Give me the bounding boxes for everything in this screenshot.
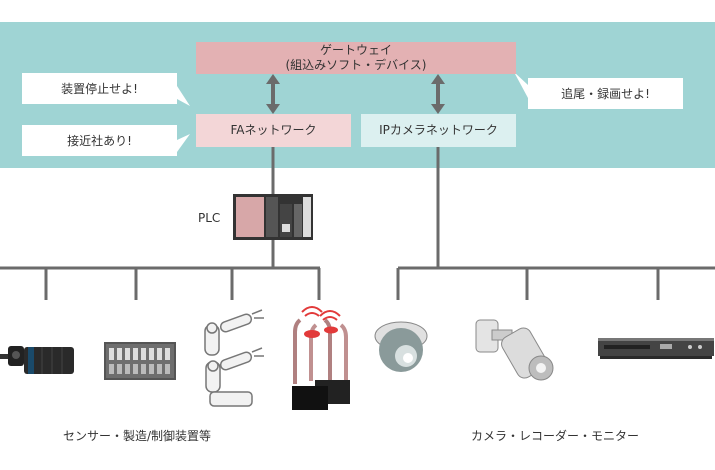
bubble-approach: 接近社あり!: [22, 125, 177, 156]
plc-label: PLC: [198, 211, 221, 225]
bubble-tail-stop: [177, 86, 190, 106]
security-gate-icon: [292, 306, 350, 410]
gateway-fa-arrow: [266, 74, 280, 114]
bubble-track-text: 追尾・録画せよ!: [561, 87, 650, 101]
bubble-tail-track: [514, 72, 528, 98]
robot-arm-icon: [204, 309, 264, 407]
ip-network-box: IPカメラネットワーク: [361, 114, 516, 147]
gateway-subtitle: (組込みソフト・デバイス): [285, 58, 427, 72]
bubble-track: 追尾・録画せよ!: [528, 78, 683, 109]
bubble-approach-text: 接近社あり!: [67, 134, 132, 148]
fa-network-label: FAネットワーク: [230, 123, 317, 137]
plc-icon: [233, 194, 313, 240]
bullet-camera-icon: [475, 319, 554, 381]
gateway-box: ゲートウェイ (組込みソフト・デバイス): [196, 42, 516, 74]
gateway-ip-arrow: [431, 74, 445, 114]
bubble-stop: 装置停止せよ!: [22, 73, 177, 104]
fa-network-box: FAネットワーク: [196, 114, 351, 147]
ip-network-label: IPカメラネットワーク: [379, 123, 498, 137]
caption-sensors: センサー・製造/制御装置等: [63, 429, 212, 443]
caption-cameras: カメラ・レコーダー・モニター: [471, 429, 640, 443]
control-panel-icon: [104, 342, 176, 380]
bubble-tail-approach: [177, 134, 190, 152]
sensor-icon: [0, 346, 74, 374]
recorder-icon: [598, 338, 714, 359]
dome-camera-icon: [374, 321, 428, 372]
bubble-stop-text: 装置停止せよ!: [61, 82, 138, 96]
gateway-title: ゲートウェイ: [319, 43, 392, 57]
